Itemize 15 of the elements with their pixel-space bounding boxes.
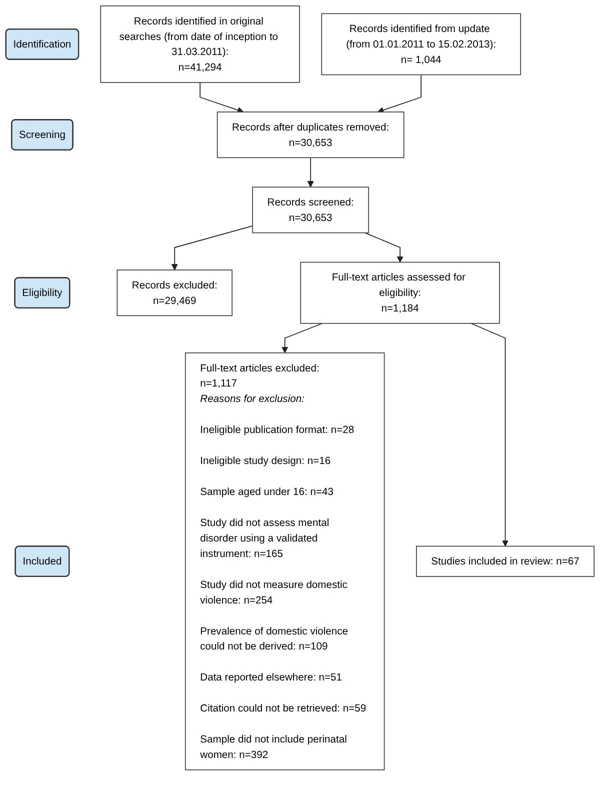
node-box xyxy=(321,13,521,76)
arrow xyxy=(282,322,323,354)
node-box xyxy=(252,186,370,234)
arrow xyxy=(364,232,404,263)
node-box xyxy=(100,5,300,83)
arrow xyxy=(377,74,422,114)
node-box xyxy=(416,546,595,577)
node-box xyxy=(184,352,385,770)
arrow xyxy=(171,226,253,270)
arrow xyxy=(470,322,508,547)
arrow xyxy=(200,82,244,114)
node-box xyxy=(116,270,233,316)
node-box xyxy=(216,112,404,158)
arrow xyxy=(307,157,314,188)
node-box xyxy=(300,262,500,324)
